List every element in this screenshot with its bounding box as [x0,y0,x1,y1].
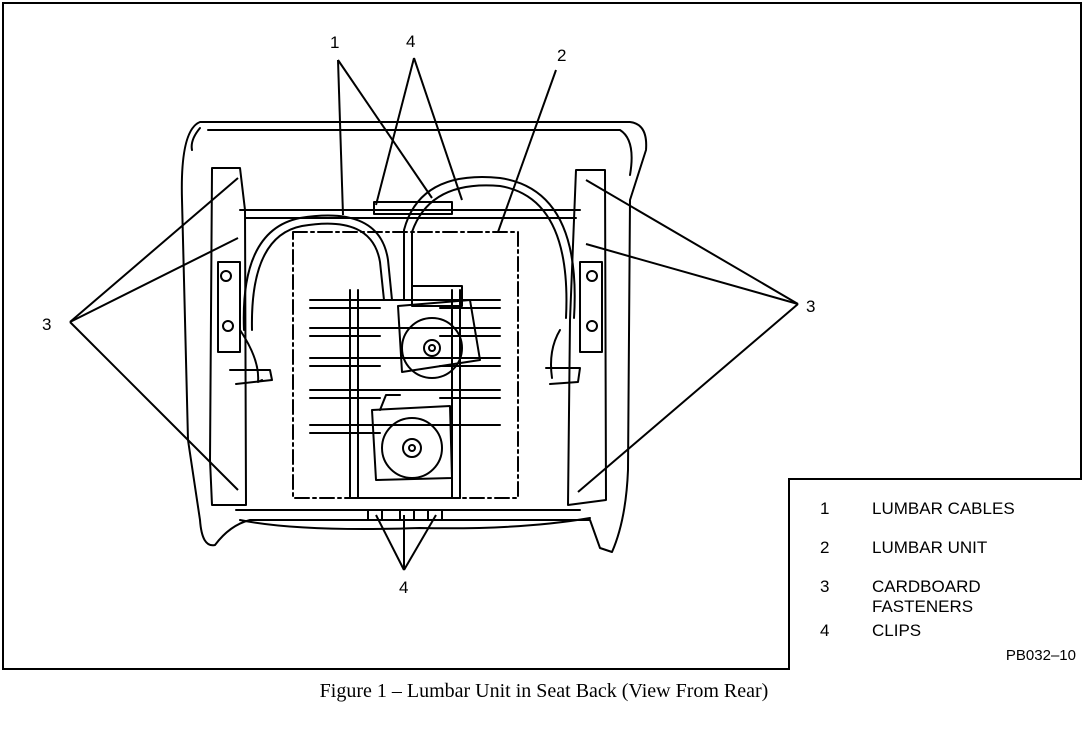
leader-2 [497,69,557,233]
seat-back-outline [180,121,648,553]
upper-motor [397,299,481,373]
left-cable [242,214,393,331]
legend-label: CLIPS [872,621,922,640]
callout-4-top: 4 [406,32,416,51]
legend-label: LUMBAR UNIT [872,538,988,557]
right-bracket [567,169,607,506]
leader-4c [375,514,405,571]
leader-4b [413,57,463,201]
leader-1a [337,59,344,216]
figure-frame [2,2,1082,670]
figure-caption: Figure 1 – Lumbar Unit in Seat Back (Vie… [319,680,769,702]
legend-number: 3 [820,577,830,596]
lower-motor [371,405,453,481]
leader-4a [375,57,415,206]
legend-number: 2 [820,538,830,557]
leader-3r-2 [585,243,799,305]
leader-4e [403,514,437,571]
left-bracket [209,167,247,506]
callout-1: 1 [330,33,340,52]
leader-3r-1 [585,179,799,305]
leader-3l-2 [69,237,239,323]
leader-3r-3 [577,303,799,493]
seat-back-diagram [69,57,799,571]
right-cable [403,176,576,319]
leader-3l-3 [69,321,239,491]
callout-3-left: 3 [42,315,52,334]
legend-label: CARDBOARD FASTENERS [872,577,981,616]
legend-label: LUMBAR CABLES [872,499,1015,518]
legend: 1 LUMBAR CABLES 2 LUMBAR UNIT 3 CARDBOAR… [788,478,1082,670]
callout-4-bottom: 4 [399,578,409,597]
reference-code: PB032–10 [1005,647,1076,664]
callout-3-right: 3 [806,297,816,316]
leader-3l-1 [69,177,239,323]
leader-1b [337,59,433,199]
callout-2: 2 [557,46,567,65]
legend-number: 1 [820,499,830,518]
legend-number: 4 [820,621,830,640]
